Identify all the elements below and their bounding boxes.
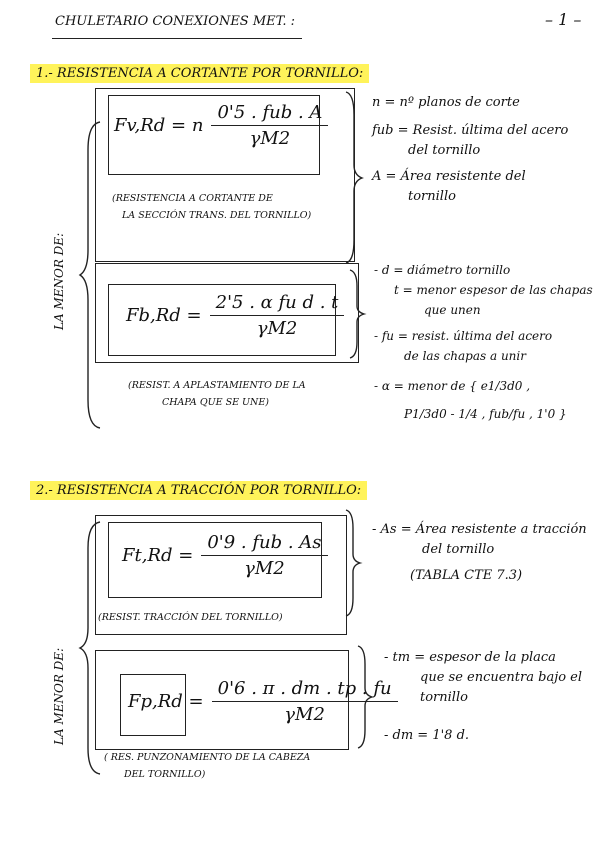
- formula-1b-inner-box: [108, 284, 336, 356]
- formula-2b-inner-box: [120, 674, 186, 736]
- formula-1b-denominator: γM2: [256, 318, 298, 339]
- section-1-left-brace: [78, 121, 101, 429]
- formula-1a: Fv,Rd = n 0'5 . fub . A γM2: [114, 102, 329, 149]
- formula-2a-inner-box: [108, 522, 322, 598]
- formula-2a-lhs: Ft,Rd =: [122, 545, 194, 566]
- formula-1a-denominator: γM2: [249, 128, 291, 149]
- page-number: – 1 –: [545, 10, 582, 29]
- formula-2a-notes: - As = Área resistente a tracción del to…: [372, 522, 587, 583]
- formula-2a: Ft,Rd = 0'9 . fub . As γM2: [122, 532, 328, 579]
- formula-1b: Fb,Rd = 2'5 . α fu d . t γM2: [126, 292, 345, 339]
- page-title: CHULETARIO CONEXIONES MET. :: [55, 14, 296, 29]
- formula-1a-right-brace: [345, 91, 364, 264]
- formula-1a-notes: n = nº planos de corte fub = Resist. últ…: [372, 95, 569, 204]
- formula-1b-caption: (RESIST. A APLASTAMIENTO DE LA CHAPA QUE…: [128, 380, 306, 408]
- section-1-side-label: LA MENOR DE:: [52, 232, 66, 330]
- formula-1a-caption: (RESISTENCIA A CORTANTE DE LA SECCIÓN TR…: [112, 193, 312, 221]
- formula-1a-outer-box: [95, 88, 355, 262]
- section-1-heading: 1.- RESISTENCIA A CORTANTE POR TORNILLO:: [30, 64, 370, 83]
- formula-1a-inner-box: [108, 95, 320, 175]
- title-underline: [52, 38, 302, 39]
- section-2-side-label: LA MENOR DE:: [52, 647, 66, 745]
- formula-2a-denominator: γM2: [244, 558, 285, 579]
- formula-2a-caption: (RESIST. TRACCIÓN DEL TORNILLO): [98, 612, 283, 623]
- formula-1a-numerator: 0'5 . fub . A: [211, 102, 329, 126]
- formula-2b-outer-box: [95, 650, 349, 750]
- formula-2b-notes: - tm = espesor de la placa que se encuen…: [384, 650, 583, 743]
- formula-1b-numerator: 2'5 . α fu d . t: [209, 292, 345, 316]
- formula-2a-right-brace: [345, 509, 363, 617]
- formula-1b-notes: - d = diámetro tornillo t = menor espeso…: [374, 263, 593, 421]
- formula-2b-caption: ( RES. PUNZONAMIENTO DE LA CABEZA DEL TO…: [104, 752, 311, 780]
- formula-2b: Fp,Rd = 0'6 . π . dm . tp . fu γM2: [128, 678, 398, 725]
- formula-1b-right-brace: [349, 269, 367, 359]
- formula-1a-lhs: Fv,Rd = n: [114, 115, 204, 136]
- formula-2a-numerator: 0'9 . fub . As: [201, 532, 328, 556]
- formula-2a-outer-box: [95, 515, 347, 635]
- section-2-heading: 2.- RESISTENCIA A TRACCIÓN POR TORNILLO:: [30, 481, 368, 500]
- formula-1b-lhs: Fb,Rd =: [126, 305, 202, 326]
- formula-2b-right-brace: [357, 645, 375, 749]
- formula-2b-lhs: Fp,Rd =: [128, 691, 204, 712]
- formula-2b-denominator: γM2: [284, 704, 325, 725]
- section-2-left-brace: [78, 521, 101, 775]
- formula-1b-outer-box: [95, 263, 359, 363]
- formula-2b-numerator: 0'6 . π . dm . tp . fu: [211, 678, 398, 702]
